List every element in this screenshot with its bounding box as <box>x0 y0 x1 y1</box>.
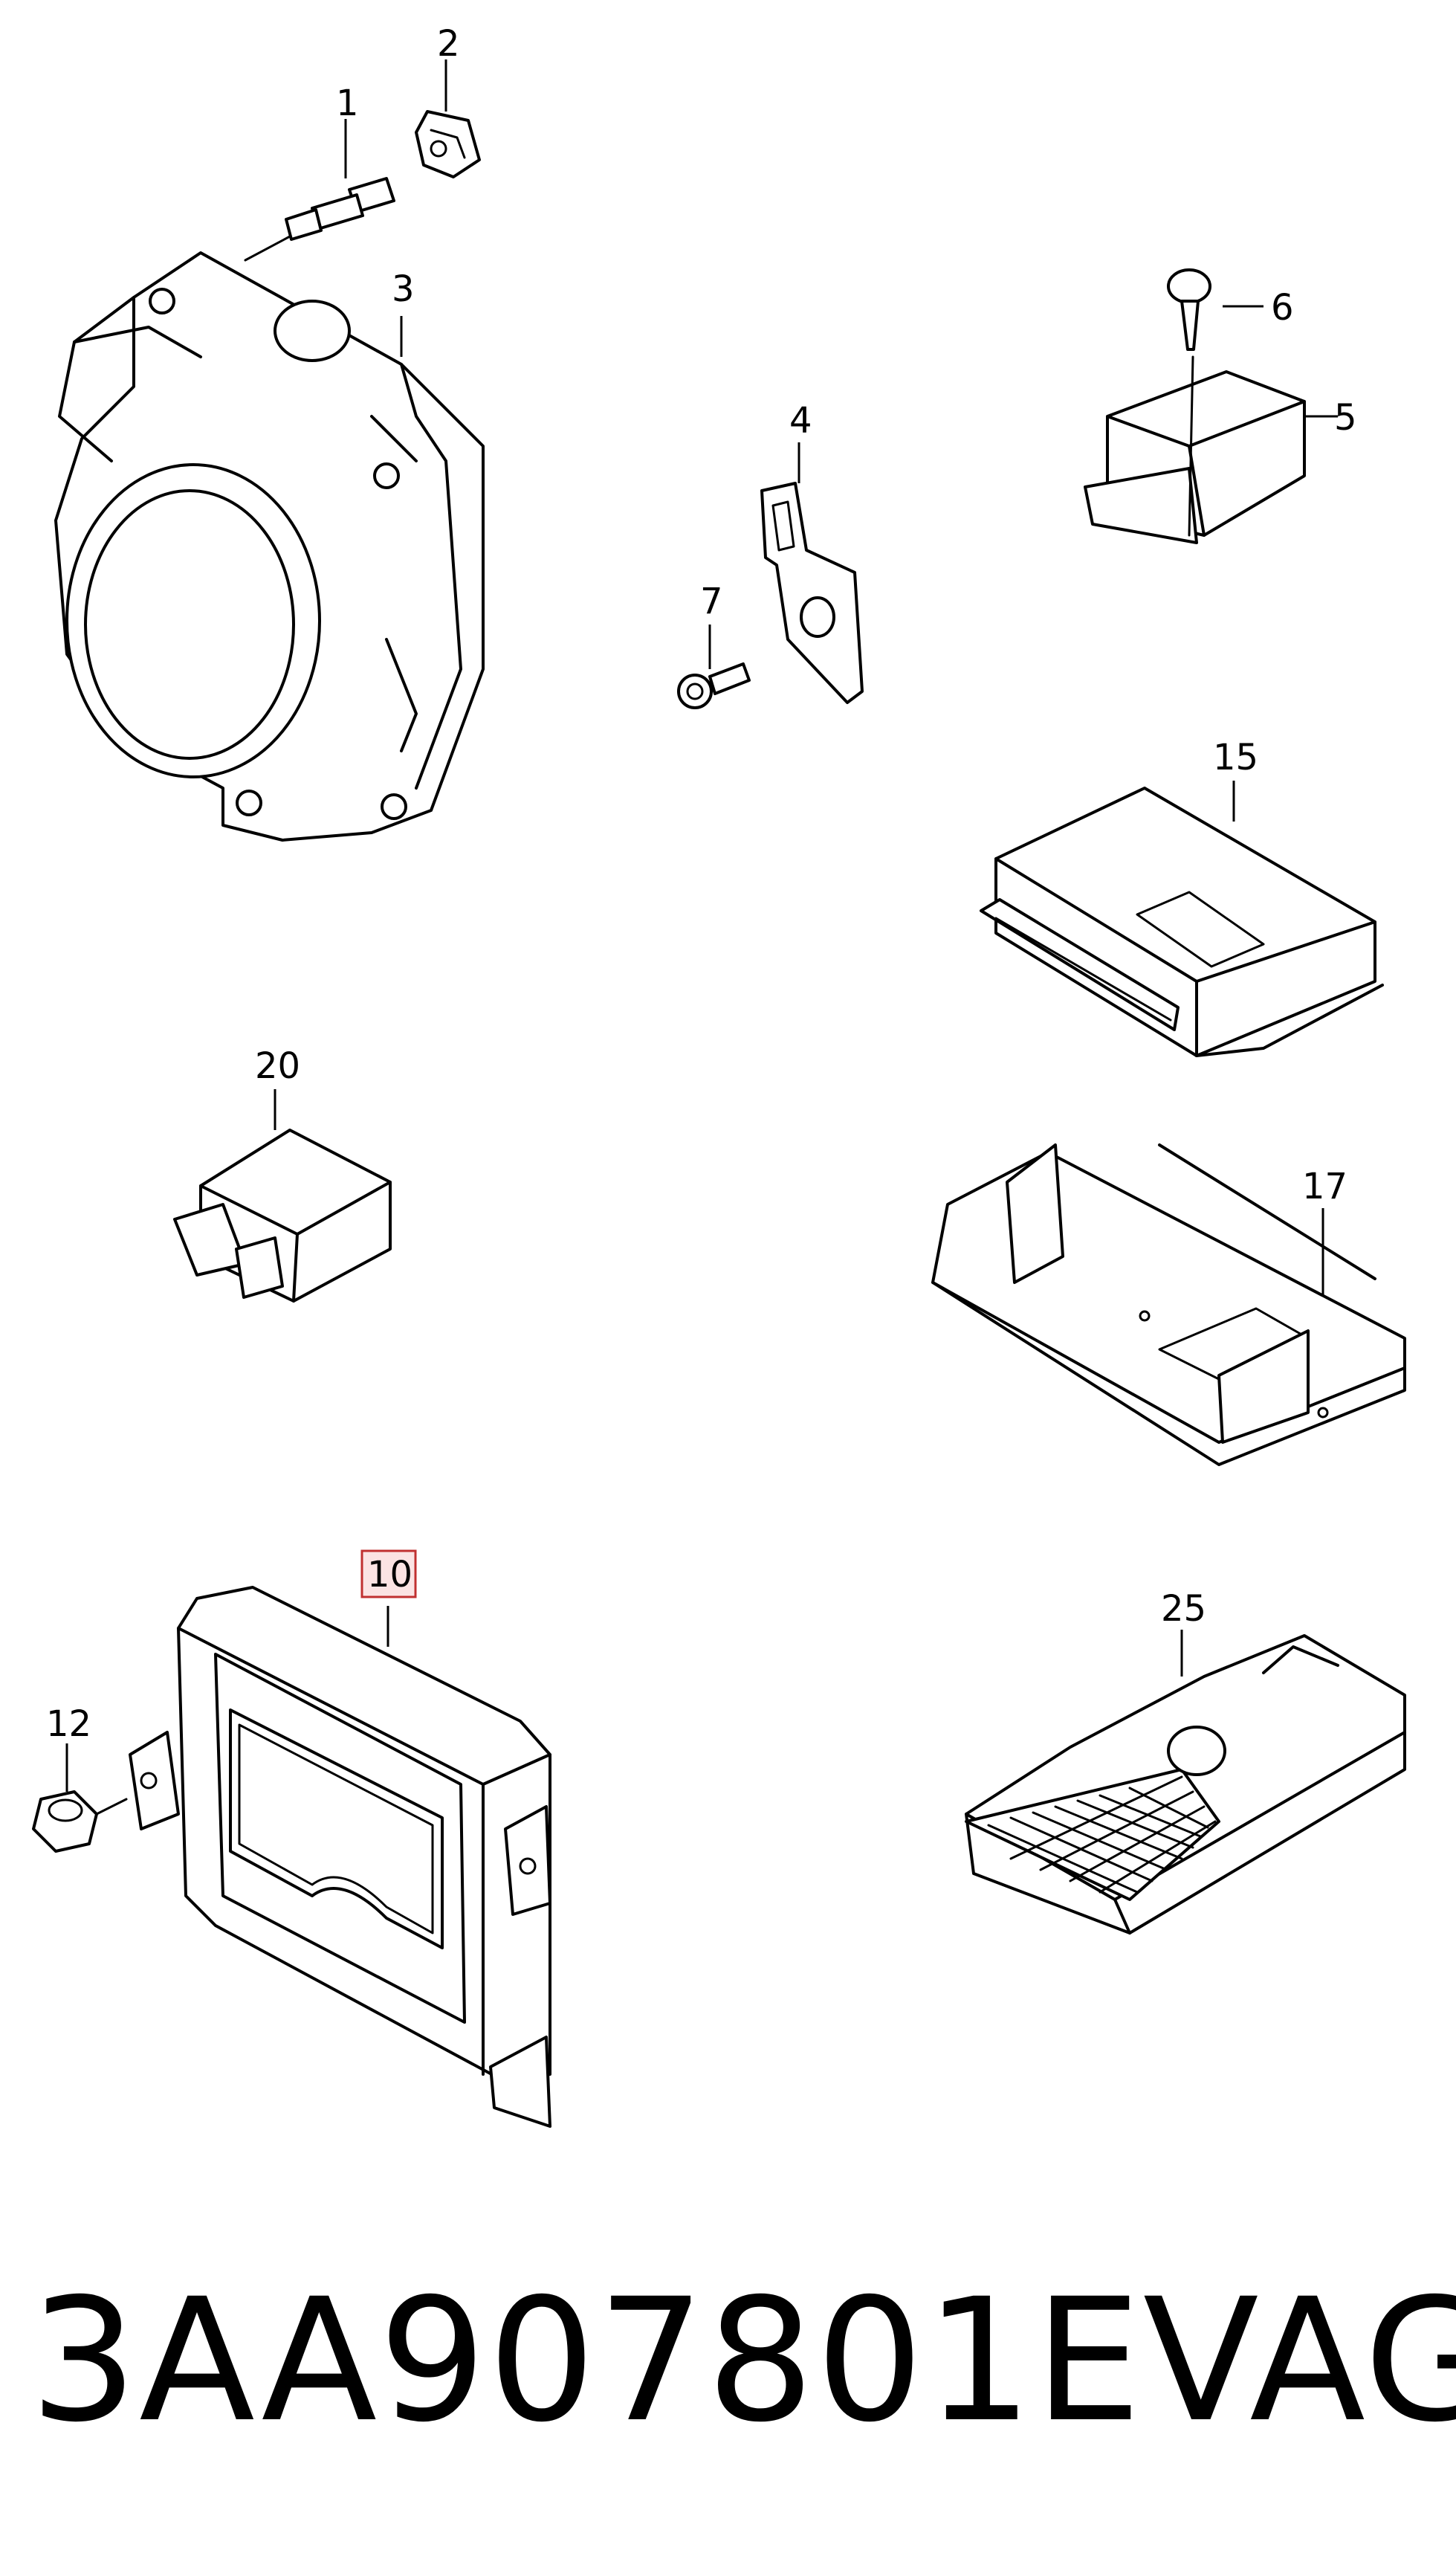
callout-5: 5 <box>1334 397 1357 439</box>
brand-label: VAG <box>1142 2262 1456 2459</box>
part-2-clip <box>415 59 481 178</box>
part-10-control-unit <box>129 1586 551 2128</box>
parts-diagram: 1 2 3 4 7 <box>32 23 1406 2128</box>
part-20-relay <box>173 1089 392 1303</box>
part-number: 3AA907801E <box>30 2262 1143 2459</box>
part-12-nut <box>32 1743 128 1853</box>
part-1-sensor-pin <box>244 119 395 262</box>
callout-12: 12 <box>46 1703 91 1745</box>
part-3-sensor-housing <box>54 251 485 842</box>
part-6-screw <box>1167 268 1264 351</box>
callout-2: 2 <box>437 23 460 65</box>
part-15-control-unit <box>980 781 1384 1057</box>
part-4-bracket <box>760 442 864 704</box>
part-number-footer: 3AA907801E VAG <box>30 2238 1456 2483</box>
part-5-module <box>1084 355 1338 544</box>
part-25-grille-unit <box>965 1630 1406 1934</box>
callout-20: 20 <box>255 1045 300 1087</box>
callout-1: 1 <box>336 83 359 124</box>
callout-7: 7 <box>700 581 723 622</box>
grille-mesh <box>987 1775 1217 1894</box>
part-7-screw <box>677 625 751 709</box>
callout-6: 6 <box>1271 287 1294 329</box>
part-17-mounting-frame <box>931 1143 1406 1466</box>
callout-17: 17 <box>1302 1166 1347 1207</box>
callout-3: 3 <box>392 268 415 310</box>
callout-10: 10 <box>367 1554 412 1595</box>
callout-25: 25 <box>1161 1588 1206 1630</box>
callout-4: 4 <box>789 400 812 442</box>
callout-10-highlight <box>360 1549 417 1598</box>
callout-15: 15 <box>1213 737 1258 778</box>
